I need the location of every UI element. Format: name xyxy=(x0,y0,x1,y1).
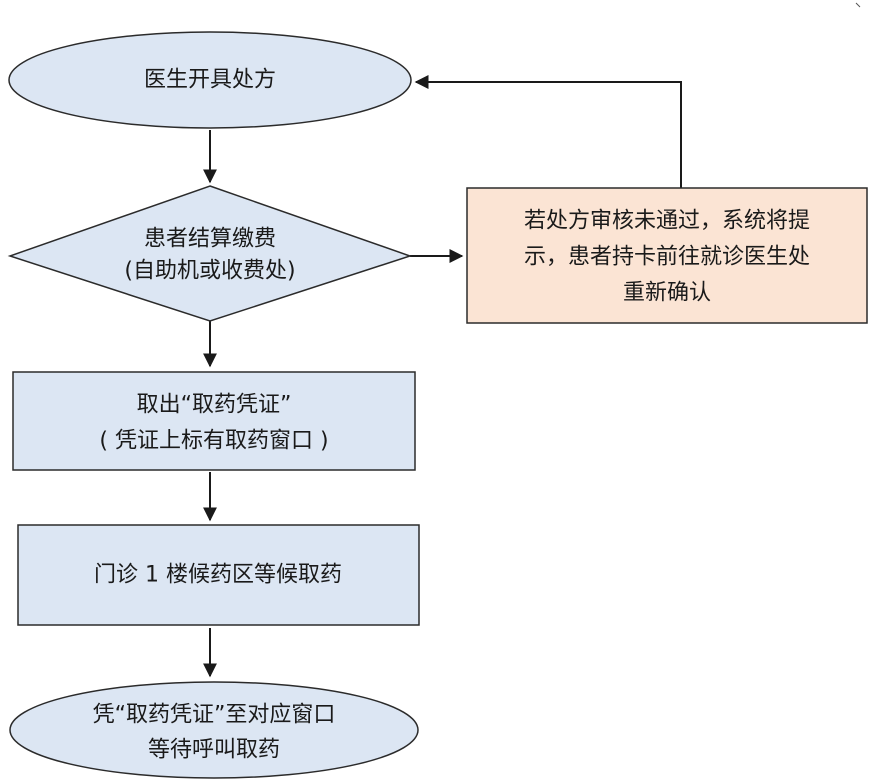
review-fail-label-line-3: 重新确认 xyxy=(623,281,711,306)
review-fail-label-line-2: 示，患者持卡前往就诊医生处 xyxy=(524,245,810,270)
review-fail-box xyxy=(466,187,868,324)
node-voucher: 取出“取药凭证” ( 凭证上标有取药窗口 ) xyxy=(12,371,416,471)
review-fail-label-line-1: 若处方审核未通过，系统将提 xyxy=(524,209,810,234)
voucher-label-line-1: 取出“取药凭证” xyxy=(137,393,292,418)
payment-diamond xyxy=(7,185,413,322)
voucher-label-line-2: ( 凭证上标有取药窗口 ) xyxy=(99,429,328,454)
end-ellipse xyxy=(9,681,419,779)
start-label: 医生开具处方 xyxy=(144,68,276,93)
node-end: 凭“取药凭证”至对应窗口 等待呼叫取药 xyxy=(9,681,419,779)
node-waiting-area: 门诊 1 楼候药区等候取药 xyxy=(17,524,420,626)
node-payment: 患者结算缴费 (自助机或收费处) xyxy=(7,185,413,322)
node-review-fail: 若处方审核未通过，系统将提 示，患者持卡前往就诊医生处 重新确认 xyxy=(466,187,868,324)
waiting-area-label: 门诊 1 楼候药区等候取药 xyxy=(94,563,342,588)
voucher-box xyxy=(12,371,416,471)
end-label-line-2: 等待呼叫取药 xyxy=(148,738,280,763)
node-start: 医生开具处方 xyxy=(8,31,412,129)
payment-label-line-2: (自助机或收费处) xyxy=(124,259,295,284)
waiting-area-box xyxy=(17,524,420,626)
end-label-line-1: 凭“取药凭证”至对应窗口 xyxy=(93,703,336,728)
connectors xyxy=(203,75,682,678)
start-ellipse xyxy=(8,31,412,129)
corner-mark xyxy=(855,2,861,8)
edge-review-fail-to-start xyxy=(414,75,682,188)
payment-label-line-1: 患者结算缴费 xyxy=(144,227,276,252)
